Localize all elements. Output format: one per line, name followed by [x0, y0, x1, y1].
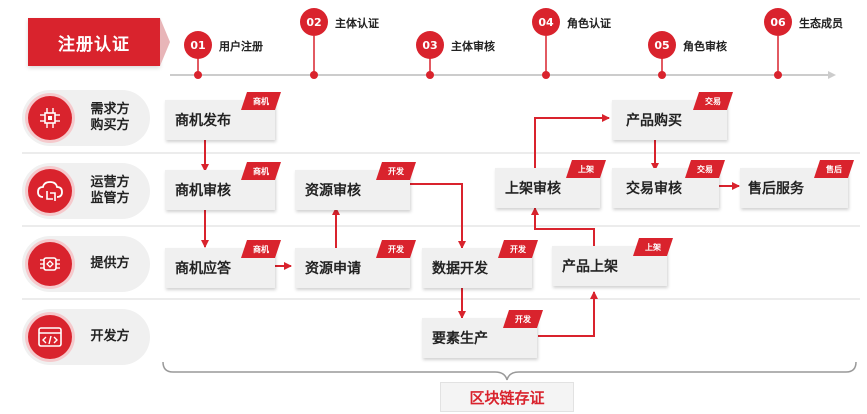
timeline-arrowhead	[828, 71, 836, 79]
tag-badge: 商机	[241, 162, 281, 180]
tag-badge: 上架	[566, 160, 606, 178]
tag-badge: 交易	[685, 160, 725, 178]
role-label-line2: 购买方	[90, 118, 130, 133]
step-03-label: 主体审核	[451, 40, 495, 53]
node-resource-apply: 资源申请 开发	[295, 240, 416, 288]
node-resource-review: 资源审核 开发	[295, 162, 416, 210]
role-demand-buyer: 需求方 购买方	[22, 90, 150, 146]
tag-label: 上架	[578, 164, 594, 174]
node-label: 资源审核	[305, 183, 361, 199]
tag-label: 商机	[253, 96, 269, 106]
node-opportunity-publish: 商机发布 商机	[165, 92, 281, 140]
tag-label: 开发	[388, 244, 404, 254]
step-04-label: 角色认证	[567, 17, 611, 30]
role-provider: 提供方	[22, 236, 150, 292]
registration-arrow	[160, 18, 170, 66]
tag-badge: 售后	[814, 160, 854, 178]
role-label-line1: 需求方	[90, 102, 130, 117]
role-label: 运营方 监管方	[78, 163, 142, 219]
node-label: 售后服务	[748, 181, 804, 197]
node-label: 上架审核	[505, 181, 561, 197]
tag-label: 售后	[826, 164, 842, 174]
tag-label: 商机	[253, 166, 269, 176]
node-label: 要素生产	[432, 331, 488, 347]
step-02-badge: 02	[300, 8, 328, 36]
step-06-label: 生态成员	[799, 17, 843, 30]
role-label: 开发方	[78, 309, 142, 365]
node-label: 商机发布	[175, 113, 231, 129]
node-label: 产品上架	[562, 259, 618, 275]
role-label-line2: 监管方	[90, 191, 130, 206]
node-trade-review: 交易审核 交易	[612, 160, 725, 208]
step-06-badge: 06	[764, 8, 792, 36]
chip-icon	[28, 96, 72, 140]
role-label-line1: 运营方	[90, 175, 130, 190]
node-listing-review: 上架审核 上架	[495, 160, 606, 208]
tag-label: 商机	[253, 244, 269, 254]
step-05-badge: 05	[648, 31, 676, 59]
node-product-listing: 产品上架 上架	[552, 238, 673, 286]
arrow-review-to-purchase	[534, 114, 610, 168]
blockchain-label: 区块链存证	[440, 382, 574, 412]
step-02-dot	[310, 71, 318, 79]
tag-badge: 商机	[241, 240, 281, 258]
role-label-line1: 提供方	[90, 256, 130, 271]
cloud-icon	[28, 169, 72, 213]
code-window-icon	[28, 315, 72, 359]
tag-badge: 上架	[633, 238, 673, 256]
tag-badge: 开发	[498, 240, 538, 258]
step-01-badge: 01	[184, 31, 212, 59]
step-03-dot	[426, 71, 434, 79]
node-opportunity-respond: 商机应答 商机	[165, 240, 281, 288]
tag-label: 开发	[515, 314, 531, 324]
tag-label: 开发	[510, 244, 526, 254]
tag-badge: 开发	[376, 240, 416, 258]
tag-label: 交易	[697, 164, 713, 174]
step-02-label: 主体认证	[335, 17, 379, 30]
step-06-dot	[774, 71, 782, 79]
arrow-listing-to-review	[531, 207, 595, 246]
arrow-resreview-to-datadev	[388, 183, 466, 249]
step-04-badge: 04	[532, 8, 560, 36]
tag-badge: 开发	[503, 310, 543, 328]
step-03-badge: 03	[416, 31, 444, 59]
tag-badge: 开发	[376, 162, 416, 180]
step-05-dot	[658, 71, 666, 79]
role-label-line1: 开发方	[90, 329, 130, 344]
step-05-label: 角色审核	[683, 40, 727, 53]
role-developer: 开发方	[22, 309, 150, 365]
role-label: 提供方	[78, 236, 142, 292]
node-opportunity-review: 商机审核 商机	[165, 162, 281, 210]
step-01-dot	[194, 71, 202, 79]
role-label: 需求方 购买方	[78, 90, 142, 146]
node-label: 商机审核	[175, 183, 231, 199]
node-label: 资源申请	[305, 261, 361, 277]
arrow-element-to-listing	[538, 291, 598, 337]
node-label: 交易审核	[626, 181, 682, 197]
step-04-dot	[542, 71, 550, 79]
node-after-sales: 售后服务 售后	[740, 160, 854, 208]
circuit-chip-icon	[28, 242, 72, 286]
tag-label: 开发	[388, 166, 404, 176]
node-element-production: 要素生产 开发	[422, 310, 543, 358]
registration-banner: 注册认证	[28, 18, 160, 66]
bottom-bracket	[162, 361, 857, 381]
role-operator-regulator: 运营方 监管方	[22, 163, 150, 219]
tag-badge: 商机	[241, 92, 281, 110]
node-data-development: 数据开发 开发	[422, 240, 538, 288]
tag-badge: 交易	[693, 92, 733, 110]
tag-label: 交易	[705, 96, 721, 106]
node-product-purchase: 产品购买 交易	[612, 92, 733, 140]
tag-label: 上架	[645, 242, 661, 252]
node-label: 产品购买	[626, 113, 682, 129]
node-label: 商机应答	[175, 261, 231, 277]
step-01-label: 用户注册	[219, 40, 263, 53]
node-label: 数据开发	[432, 261, 488, 277]
